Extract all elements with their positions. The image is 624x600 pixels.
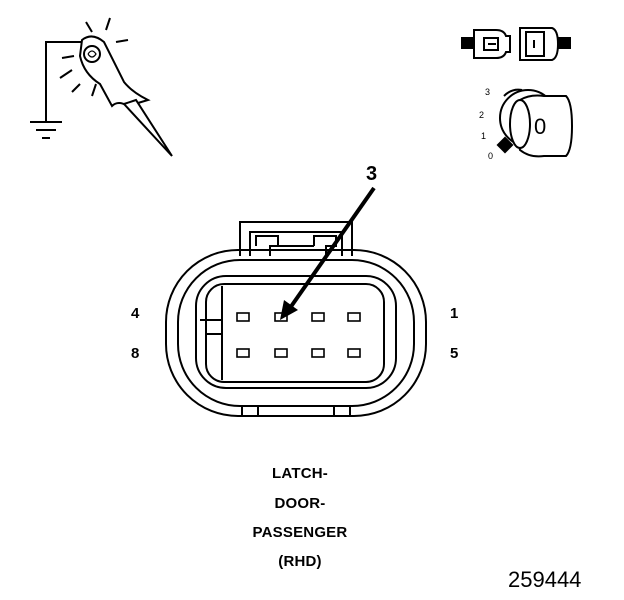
pin-2 xyxy=(311,312,325,322)
connector-body xyxy=(165,221,427,417)
disconnected-connector-icon xyxy=(461,27,571,61)
callout-number: 3 xyxy=(366,163,378,185)
connector-name-line-2: DOOR- xyxy=(274,495,326,512)
pin-7 xyxy=(274,348,288,358)
ignition-position-3: 3 xyxy=(485,87,491,97)
callout-arrow xyxy=(280,186,376,320)
ignition-position-0: 0 xyxy=(488,151,494,161)
pin-1 xyxy=(347,312,361,322)
pin-6 xyxy=(311,348,325,358)
figure-number: 259444 xyxy=(508,567,582,592)
ignition-position-1: 1 xyxy=(481,131,487,141)
ignition-key-icon xyxy=(496,88,574,158)
connector-name-line-3: PASSENGER xyxy=(252,524,348,541)
test-probe-ground-icon xyxy=(30,17,173,157)
pin-4 xyxy=(236,312,250,322)
pin-label-bottom-left: 8 xyxy=(131,345,140,362)
ignition-key-label: 0 xyxy=(534,114,547,139)
pin-8 xyxy=(236,348,250,358)
ignition-position-2: 2 xyxy=(479,110,485,120)
pin-5 xyxy=(347,348,361,358)
connector-name-line-4: (RHD) xyxy=(278,553,322,570)
pin-label-top-right: 1 xyxy=(450,305,459,322)
connector-name-line-1: LATCH- xyxy=(272,465,328,482)
pin-label-top-left: 4 xyxy=(131,305,140,322)
pin-label-bottom-right: 5 xyxy=(450,345,459,362)
